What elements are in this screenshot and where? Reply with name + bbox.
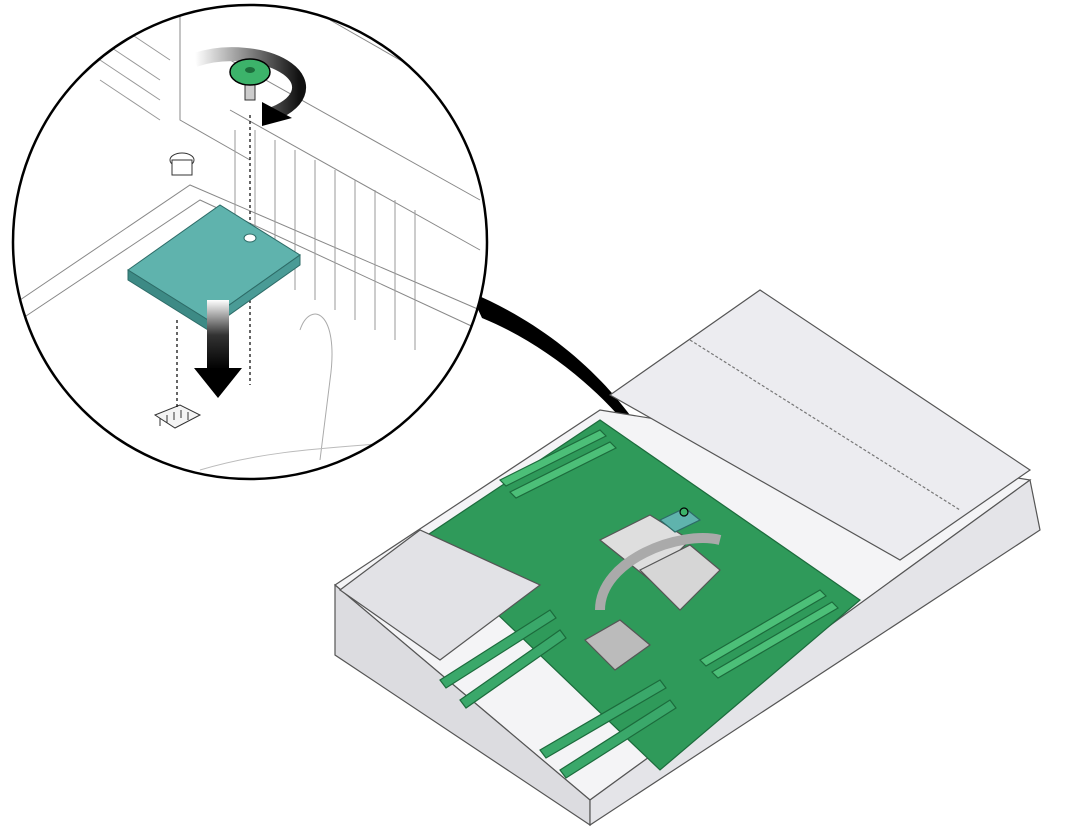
arrow-down-icon (194, 300, 242, 398)
pcie-risers (439, 609, 677, 779)
detail-magnifier (11, 3, 489, 481)
counterclockwise-arrow-icon (192, 47, 307, 122)
top-cover (608, 289, 1032, 561)
installed-module (658, 507, 702, 533)
memory-dimms (498, 429, 839, 679)
vent-grille (99, 19, 416, 350)
air-duct (595, 533, 722, 611)
callout-pointer (470, 292, 682, 510)
connector (153, 404, 202, 429)
thumbscrew (229, 58, 271, 101)
heatsink (584, 619, 651, 671)
server-chassis (333, 289, 1041, 827)
alignment-guides (176, 115, 251, 410)
power-supply (338, 529, 542, 661)
heatsink (638, 544, 721, 611)
green-screw (679, 507, 689, 517)
